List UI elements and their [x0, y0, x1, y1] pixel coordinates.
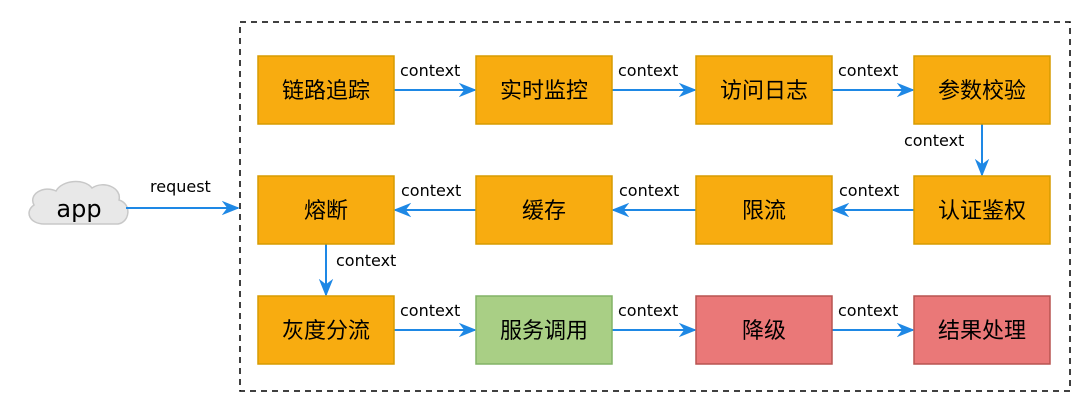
edge-access-log-to-param-check-label: context [838, 61, 898, 80]
node-box [257, 55, 395, 125]
node-tracing: 链路追踪 [257, 55, 395, 125]
edge-param-check-to-auth-label: context [904, 131, 964, 150]
edge-rate-limit-to-cache-label: context [619, 181, 679, 200]
node-access-log: 访问日志 [695, 55, 833, 125]
node-param-check: 参数校验 [913, 55, 1051, 125]
edge-degrade-to-result-label: context [838, 301, 898, 320]
node-label: 降级 [742, 319, 786, 344]
node-rate-limit: 限流 [695, 175, 833, 245]
app-cloud: app [28, 180, 129, 225]
node-label: 缓存 [522, 199, 566, 224]
cloud-shape [28, 180, 129, 225]
node-label: 参数校验 [938, 79, 1026, 104]
node-circuit-break: 熔断 [257, 175, 395, 245]
node-box [695, 295, 833, 365]
node-label: 灰度分流 [282, 319, 370, 344]
node-box [913, 55, 1051, 125]
request-label: request [150, 177, 211, 196]
node-canary: 灰度分流 [257, 295, 395, 365]
node-box [475, 55, 613, 125]
node-monitor: 实时监控 [475, 55, 613, 125]
gateway-container [239, 21, 1071, 392]
node-auth: 认证鉴权 [913, 175, 1051, 245]
app-label: app [56, 195, 101, 223]
node-label: 结果处理 [938, 319, 1026, 344]
edge-circuit-break-to-canary-label: context [336, 251, 396, 270]
node-box [257, 295, 395, 365]
node-box [475, 295, 613, 365]
node-box [695, 55, 833, 125]
node-service-call: 服务调用 [475, 295, 613, 365]
edge-canary-to-service-call-label: context [400, 301, 460, 320]
edges: context context context context context conte… [318, 61, 990, 338]
node-box [913, 295, 1051, 365]
node-box [257, 175, 395, 245]
node-label: 访问日志 [720, 79, 808, 104]
node-box [913, 175, 1051, 245]
node-result: 结果处理 [913, 295, 1051, 365]
edge-monitor-to-access-log-label: context [618, 61, 678, 80]
node-box [475, 175, 613, 245]
node-cache: 缓存 [475, 175, 613, 245]
edge-tracing-to-monitor-label: context [400, 61, 460, 80]
edge-service-call-to-degrade-label: context [618, 301, 678, 320]
node-degrade: 降级 [695, 295, 833, 365]
node-label: 链路追踪 [282, 79, 370, 104]
node-label: 实时监控 [500, 79, 588, 104]
edge-auth-to-rate-limit-label: context [839, 181, 899, 200]
node-label: 熔断 [304, 199, 348, 224]
node-label: 认证鉴权 [938, 199, 1026, 224]
node-label: 服务调用 [500, 319, 588, 344]
node-box [695, 175, 833, 245]
node-label: 限流 [742, 199, 786, 224]
edge-cache-to-circuit-break-label: context [401, 181, 461, 200]
